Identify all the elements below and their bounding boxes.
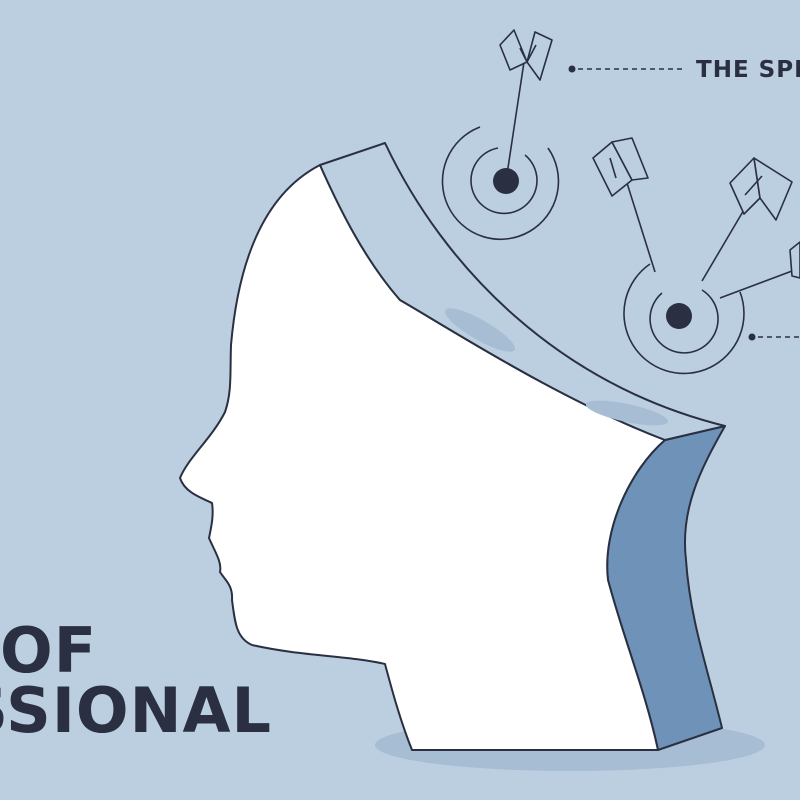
callout-leader (568, 65, 682, 73)
target-icon (441, 126, 560, 241)
arrow-icon (701, 157, 793, 282)
rim-highlight (445, 308, 515, 352)
headline-line-2: SSIONAL (0, 674, 272, 747)
arrow-icon (592, 137, 656, 273)
rim-highlight (585, 400, 669, 426)
headline-line-1: OF (0, 614, 98, 687)
callout-leader (748, 333, 800, 341)
target-icon (623, 263, 745, 375)
arrow-icon (499, 29, 553, 182)
callout-label: THE SPE (696, 57, 800, 83)
arrow-icon (719, 241, 800, 299)
